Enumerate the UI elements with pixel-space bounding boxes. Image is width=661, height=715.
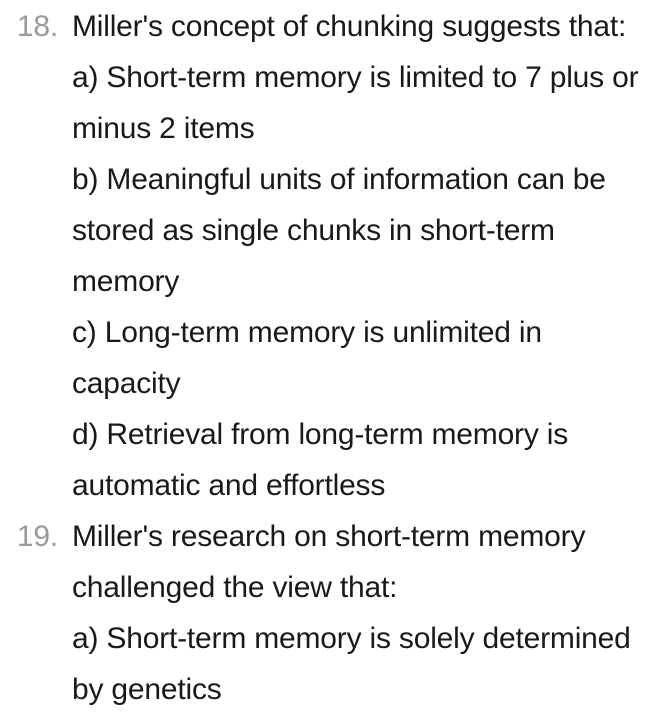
question-number-19: 19.	[16, 520, 58, 553]
question-18-option-a-line-2: minus 2 items	[72, 112, 255, 145]
question-18-option-b-line-3: memory	[72, 265, 180, 298]
question-18-option-b-line-1: b) Meaningful units of information can b…	[72, 163, 606, 196]
question-18-text: Miller's concept of chunking suggests th…	[72, 10, 627, 43]
question-content-19: Miller's research on short-term memory c…	[72, 511, 631, 715]
question-content-18: Miller's concept of chunking suggests th…	[72, 1, 639, 511]
question-18-option-c-line-1: c) Long-term memory is unlimited in	[72, 316, 542, 349]
question-19-text-line-1: Miller's research on short-term memory	[72, 520, 586, 553]
question-item-19: 19. Miller's research on short-term memo…	[0, 511, 661, 715]
question-18-option-d-line-1: d) Retrieval from long-term memory is	[72, 418, 569, 451]
question-19-text-line-2: challenged the view that:	[72, 571, 398, 604]
question-18-option-d-line-2: automatic and effortless	[72, 469, 386, 502]
question-18-option-a-line-1: a) Short-term memory is limited to 7 plu…	[72, 61, 639, 94]
question-19-option-a-line-2: by genetics	[72, 673, 222, 706]
question-item-18: 18. Miller's concept of chunking suggest…	[0, 1, 661, 511]
question-19-option-a-line-1: a) Short-term memory is solely determine…	[72, 622, 631, 655]
question-18-option-c-line-2: capacity	[72, 367, 181, 400]
question-number-18: 18.	[16, 10, 58, 43]
question-18-option-b-line-2: stored as single chunks in short-term	[72, 214, 555, 247]
